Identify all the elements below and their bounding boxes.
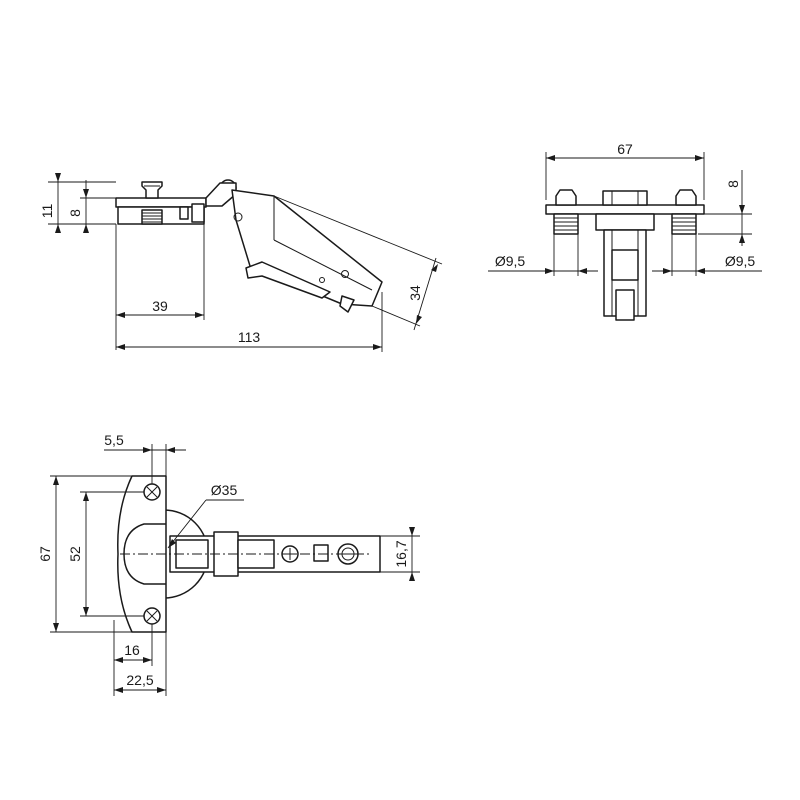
dim-plan-5-5: 5,5 [104,432,186,484]
dim-plan-67-label: 67 [37,546,53,562]
end-mounting-plate [545,204,705,215]
dim-side-11: 11 [39,173,116,233]
end-top-block [602,190,648,206]
end-arm-window [611,249,639,281]
dim-end-dowel-right-label: Ø9,5 [725,253,756,269]
dim-side-113: 113 [116,292,383,352]
plan-screw-top [143,483,161,501]
plan-view: 5,5 Ø35 67 52 [37,432,420,696]
dim-plan-22-5-label: 22,5 [126,672,153,688]
side-arm-edge-lower [273,239,373,291]
end-cup [595,213,655,231]
side-link [205,182,237,207]
dim-side-11-label: 11 [39,204,55,219]
dim-side-34: 34 [273,195,443,331]
dim-plan-67: 67 [37,475,132,633]
side-slot [179,206,189,220]
end-screw-right [671,189,697,235]
dim-end-67-label: 67 [617,141,633,157]
dim-end-dowel-right: Ø9,5 [652,234,762,276]
dim-side-113-label: 113 [238,329,261,345]
dim-plan-35-label: Ø35 [211,482,238,498]
end-screw-left [553,189,579,235]
dim-side-8-label: 8 [67,209,83,217]
side-arm-clip [245,261,331,299]
dim-plan-16: 16 [113,620,153,696]
end-view: 67 8 Ø9,5 Ø9,5 [488,141,762,321]
dim-plan-16-label: 16 [124,642,140,658]
side-arm-rivet-3 [319,277,325,283]
dim-plan-52: 52 [67,491,144,617]
dim-plan-52-label: 52 [67,546,83,562]
dim-end-8-label: 8 [725,180,741,188]
dim-plan-16-7: 16,7 [380,527,420,581]
side-arm-rivet-1 [233,212,243,222]
dim-end-67: 67 [545,141,705,200]
plan-screw-bottom [143,607,161,625]
dim-plan-22-5: 22,5 [114,632,167,696]
dim-side-39-label: 39 [152,298,168,314]
side-view: 11 8 39 113 [39,173,443,352]
dim-side-39: 39 [115,222,205,350]
dim-end-dowel-left-label: Ø9,5 [495,253,526,269]
side-arm-tip [339,295,355,313]
side-clip [191,203,205,223]
dim-side-8: 8 [67,180,116,233]
dim-end-8: 8 [698,170,752,246]
dim-plan-16-7-label: 16,7 [393,540,409,567]
side-arm-rivet-2 [341,270,349,278]
dim-side-34-label: 34 [407,285,423,301]
dim-plan-5-5-label: 5,5 [104,432,124,448]
end-arm-tip [615,289,635,321]
dim-plan-35: Ø35 [167,482,244,549]
plan-arm-square-hole [313,544,329,562]
side-adjust-screw [141,181,163,199]
dim-end-dowel-left: Ø9,5 [488,234,598,276]
side-dowel-thread [141,209,163,225]
